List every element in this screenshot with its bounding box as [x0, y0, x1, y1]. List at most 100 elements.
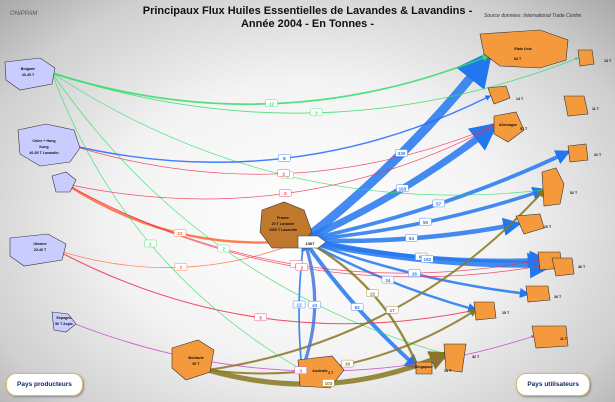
country-value-singapour: 13 T [444, 369, 452, 373]
flow-value: 192 [423, 257, 431, 262]
flow-label-france-japon: 24 [381, 275, 395, 284]
country-shape-pologne [551, 257, 575, 277]
legend-users: Pays utilisateurs [516, 373, 590, 396]
country-shape-japon [473, 301, 497, 321]
flow-france-allemagne [302, 122, 499, 244]
flow-value: 50 [423, 220, 429, 225]
country-shape-chine [17, 123, 81, 167]
country-value-suede: 11 T [592, 107, 600, 111]
flow-label-ukraine-japon: 5 [254, 313, 267, 321]
country-value-japon: 15 T [502, 311, 510, 315]
country-label-espagne: Espagne [57, 316, 72, 320]
flow-label-australie-france: 43 [308, 300, 321, 309]
country-label-moldavie: Moldavie [188, 356, 203, 360]
country-shape-espagne [51, 311, 77, 333]
country-inde: 32 T [443, 343, 480, 373]
country-label-france: 1000 T Lavandin [269, 228, 297, 232]
flow-label-france-italie: 84 [405, 234, 418, 242]
flow-bulgarie-canada [51, 57, 579, 114]
country-shape-inde [443, 343, 467, 373]
country-value-allemagne: 57 T [520, 127, 528, 131]
country-canada: 13 T [577, 49, 612, 67]
flow-value: 2 [149, 242, 152, 247]
country-value-australie: 3 T [328, 371, 334, 375]
title-line-1: Principaux Flux Huiles Essentielles de L… [142, 5, 473, 17]
country-shape-ukraine [9, 233, 67, 267]
flow-value: 62 [355, 305, 361, 310]
country-label-usa: Etats Unis [514, 47, 532, 51]
country-shape-norvege [487, 85, 511, 105]
flow-value: 2 [284, 191, 287, 196]
country-label-espagne: 50 T Aspic [55, 322, 73, 326]
country-danemark: 31 T [567, 143, 602, 163]
country-shape-usa [479, 29, 569, 69]
country-label-chine: Kong [39, 145, 48, 149]
country-moldavie: Moldavie 50 T [171, 339, 215, 381]
country-label-ukraine: Ukraine [33, 242, 46, 246]
flow-value: 84 [409, 236, 415, 241]
flow-label-espagne-afrique: 3 [294, 366, 307, 374]
onippam-logo: ONIPPAM [10, 11, 38, 17]
flow-value: 22 [370, 291, 376, 296]
flow-bulgarie-usa [51, 54, 490, 106]
country-afrique: 11 T [531, 325, 569, 349]
country-norvege: 14 T [487, 85, 524, 105]
country-label-france: France [277, 216, 289, 220]
country-label-moldavie: 50 T [192, 362, 200, 366]
flow-value: 22 [177, 231, 183, 236]
flow-label-singapour-france: 22 [366, 289, 379, 297]
flow-value: 57 [436, 202, 442, 207]
flow-value: 17 [390, 308, 396, 313]
flow-value: 2 [301, 265, 304, 270]
legend-producers: Pays producteurs [6, 373, 83, 396]
flows-layer [51, 50, 579, 387]
country-shape-canada [577, 49, 595, 67]
country-label-allemagne: Allemagne [499, 123, 517, 127]
country-shape-suisse [525, 285, 551, 303]
flow-value: 12 [297, 303, 303, 308]
country-espagne: Espagne 50 T Aspic [51, 311, 77, 333]
country-bulgarie: Bulgarie 40-45 T [4, 57, 56, 91]
title-line-2: Année 2004 - En Tonnes - [240, 18, 375, 30]
flow-chine-allemagne [69, 125, 495, 175]
flow-value: 16 [345, 362, 351, 367]
flow-label-russie-allemagne: 2 [279, 189, 292, 197]
country-label-chine: Chine + Hong [32, 139, 55, 143]
country-shape-singapour [415, 361, 433, 375]
flow-value: 103 [325, 381, 333, 386]
france-total: 1307 [306, 241, 316, 246]
country-label-bulgarie: Bulgarie [21, 67, 35, 71]
country-singapour: Singapour 13 T [415, 361, 452, 375]
flow-label-bulgarie-australie: 2 [144, 239, 157, 248]
country-label-singapour: Singapour [415, 365, 433, 369]
flow-value: 330 [398, 151, 406, 156]
flow-label-bulgarie-inde: 2 [217, 244, 230, 253]
country-shape-uk [541, 167, 565, 207]
flow-label-france-pologne: 192 [421, 255, 434, 263]
flow-labels-layer: 3301935750846219226246212123228222222251… [144, 99, 445, 387]
flow-label-france-danemark: 57 [432, 199, 445, 208]
country-value-suisse: 26 T [554, 295, 562, 299]
flow-value: 24 [385, 278, 391, 283]
country-label-bulgarie: 40-45 T [22, 73, 35, 77]
flow-label-moldavie-inde: 103 [322, 379, 335, 387]
flow-value: 3 [315, 110, 318, 115]
country-italie: 20 T [515, 213, 552, 235]
source-note: Source données: International Trade Cent… [484, 13, 582, 19]
country-pologne: 46 T [551, 257, 586, 277]
flow-label-russie-france: 22 [173, 229, 187, 237]
country-suisse: 26 T [525, 285, 562, 303]
flow-label-moldavie-japon: 16 [341, 359, 354, 368]
country-value-italie: 20 T [544, 225, 552, 229]
flow-label-chine-allemagne: 2 [277, 169, 290, 177]
flow-label-france-australie: 12 [292, 300, 306, 309]
country-value-canada: 13 T [604, 59, 612, 63]
flow-label-chine-norvege: 8 [278, 154, 291, 162]
flow-value: 26 [412, 271, 418, 276]
country-label-france: 20 T Lavande [272, 222, 295, 226]
